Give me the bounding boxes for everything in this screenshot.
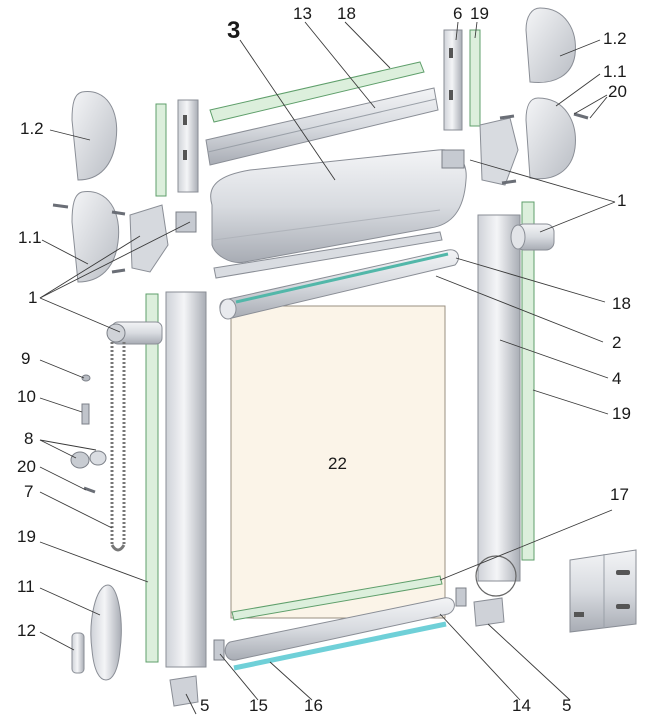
guide-profile-4	[477, 214, 521, 582]
clip-mechanism-right	[479, 117, 519, 186]
mounting-bracket-6	[443, 29, 463, 131]
label-13: 13	[293, 4, 312, 23]
chain-stopper-8	[70, 451, 90, 469]
label-19-top: 19	[470, 4, 489, 23]
end-cap-1-1-left	[71, 191, 120, 283]
chain-tip-12	[71, 632, 85, 674]
screw-20-b	[573, 112, 589, 120]
label-12: 12	[17, 621, 36, 640]
label-16: 16	[304, 696, 323, 715]
label-1-1-left: 1.1	[18, 228, 42, 247]
label-11: 11	[17, 577, 35, 596]
bottom-end-piece-5-left	[169, 675, 199, 707]
label-19-right: 19	[612, 404, 631, 423]
label-10: 10	[17, 387, 36, 406]
label-19-left: 19	[17, 527, 36, 546]
bottom-seal-16	[233, 621, 447, 671]
screw-20-c	[501, 179, 517, 185]
clip-mechanism-left	[129, 204, 169, 273]
wall-bracket-plate	[569, 549, 637, 633]
end-cap-1-2-right	[525, 7, 576, 84]
label-18-top: 18	[337, 4, 356, 23]
label-1-1-top: 1.1	[603, 62, 627, 81]
guide-profile-left	[165, 291, 207, 668]
screw-20-left	[83, 486, 96, 494]
label-1-left: 1	[28, 288, 38, 307]
label-20-left: 20	[17, 457, 36, 476]
label-20-top: 20	[608, 82, 627, 101]
mounting-bracket-left	[177, 99, 199, 193]
chain-weight-11	[90, 584, 122, 681]
label-7: 7	[24, 482, 34, 501]
chain-clip-9	[81, 374, 91, 382]
label-5-right: 5	[562, 696, 572, 715]
label-1-2-left: 1.2	[20, 119, 44, 138]
detail-circle	[475, 555, 517, 597]
label-1-2-top: 1.2	[603, 29, 627, 48]
seal-strip-19-right	[521, 201, 535, 561]
leader-lines	[39, 21, 616, 715]
label-18-right: 18	[612, 294, 631, 313]
label-9: 9	[21, 349, 31, 368]
label-4: 4	[612, 369, 622, 388]
end-cap-1-2-left	[71, 91, 118, 181]
cassette-cover-3	[210, 149, 467, 264]
label-3: 3	[227, 17, 241, 44]
bottom-end-cap-15	[213, 639, 225, 661]
label-1-right: 1	[617, 191, 627, 210]
seal-strip-19-top	[469, 29, 481, 127]
label-8: 8	[24, 429, 34, 448]
end-cap-1-1-right	[525, 97, 576, 180]
chain-connector-10	[81, 403, 90, 425]
seal-strip-18-top	[209, 61, 425, 123]
seal-strip-19-left	[145, 293, 159, 663]
label-6: 6	[453, 4, 463, 23]
label-2: 2	[612, 333, 622, 352]
bottom-end-piece-5-right	[473, 597, 505, 627]
seal-strip-18-tube	[235, 252, 449, 304]
seal-strip-17	[231, 575, 443, 621]
label-14: 14	[512, 696, 531, 715]
screw-20-a	[499, 114, 515, 120]
label-15: 15	[249, 696, 268, 715]
label-5-left: 5	[200, 696, 210, 715]
fabric-panel-22	[230, 305, 446, 619]
profile-rail-13	[205, 87, 439, 166]
bottom-bar-14	[224, 597, 455, 661]
seal-strip-left-top	[155, 103, 167, 197]
label-22: 22	[328, 454, 347, 473]
label-17: 17	[610, 485, 629, 504]
